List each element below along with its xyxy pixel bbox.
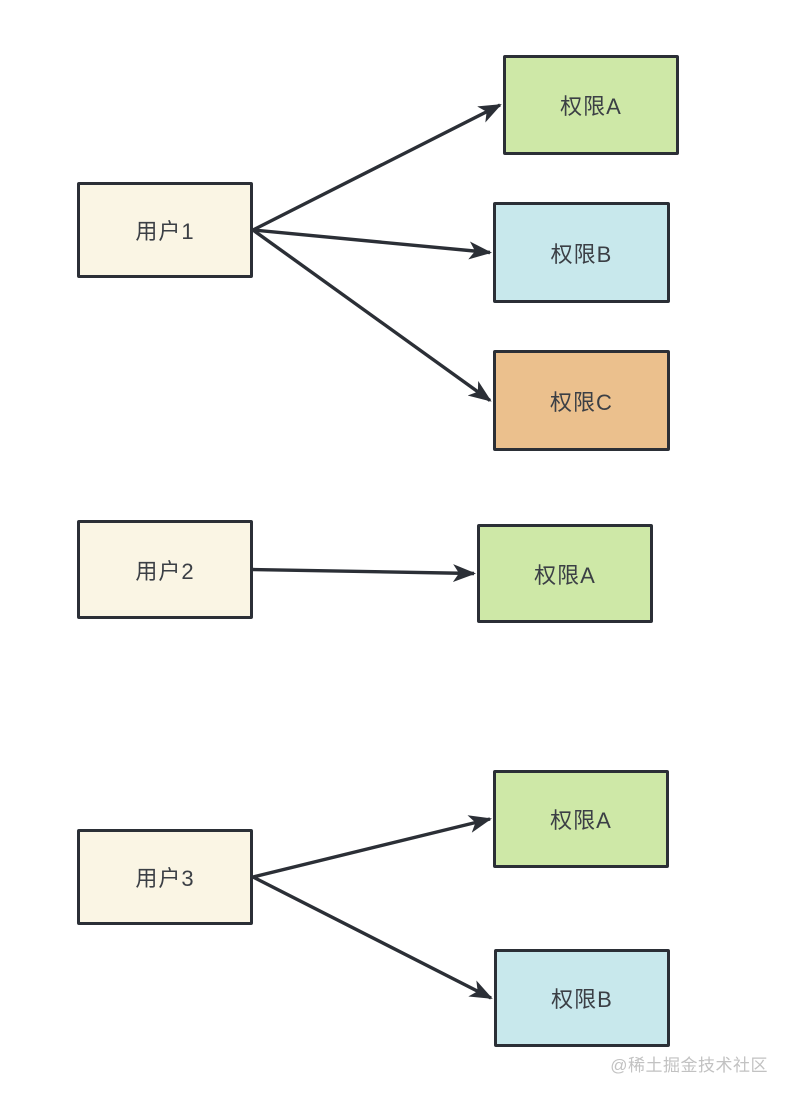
edge-user1-to-permC1 bbox=[252, 228, 492, 402]
edge-user3-to-permB3 bbox=[252, 875, 493, 1000]
edge-user3-to-permA3 bbox=[252, 815, 492, 879]
node-label: 权限C bbox=[550, 389, 613, 415]
node-permission-b-permB1: 权限B bbox=[493, 202, 670, 303]
node-permission-b-permB3: 权限B bbox=[494, 949, 670, 1047]
node-permission-c-permC1: 权限C bbox=[493, 350, 670, 451]
node-label: 权限B bbox=[550, 241, 613, 267]
node-permission-a-permA3: 权限A bbox=[493, 770, 669, 868]
node-permission-a-permA1: 权限A bbox=[503, 55, 679, 155]
node-user-user2: 用户2 bbox=[77, 520, 253, 619]
node-label: 权限A bbox=[560, 94, 622, 119]
node-label: 权限A bbox=[534, 562, 596, 588]
node-label: 权限B bbox=[551, 987, 613, 1012]
node-user-user3: 用户3 bbox=[77, 829, 253, 925]
edge-user1-to-permA1 bbox=[252, 103, 502, 232]
node-label: 权限A bbox=[550, 808, 612, 833]
edge-user1-to-permB1 bbox=[252, 228, 492, 260]
node-user-user1: 用户1 bbox=[77, 182, 253, 278]
node-label: 用户1 bbox=[135, 219, 195, 244]
node-permission-a-permA2: 权限A bbox=[477, 524, 653, 623]
edge-user2-to-permA2 bbox=[252, 564, 476, 583]
watermark: @稀土掘金技术社区 bbox=[610, 1056, 768, 1075]
node-label: 用户2 bbox=[135, 558, 195, 584]
node-label: 用户3 bbox=[135, 866, 195, 891]
